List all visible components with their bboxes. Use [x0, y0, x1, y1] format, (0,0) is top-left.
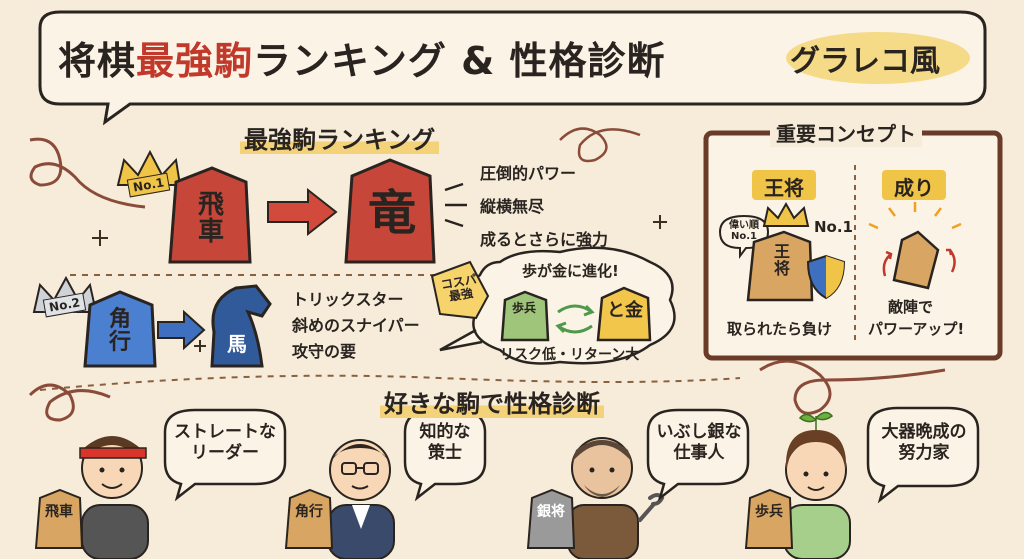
no2-point-3: 攻守の要 — [292, 342, 357, 361]
person2-piece — [284, 488, 334, 549]
king-label-bg — [752, 170, 816, 200]
promote-label-bg — [882, 170, 946, 200]
no1-point-3: 成るとさらに強力 — [480, 230, 609, 249]
swap-arrows-icon — [555, 304, 595, 334]
bubble-4-text: 大器晩成の努力家 — [881, 422, 967, 464]
fuhyo-text: 歩兵 — [512, 301, 537, 315]
person4-piece-text: 歩兵 — [755, 504, 783, 520]
king-rank: No.1 — [814, 218, 853, 236]
person1-piece — [34, 488, 84, 549]
bubble-2-text: 知的な策士 — [419, 422, 471, 464]
person-strategist — [327, 439, 395, 559]
headband — [79, 447, 147, 459]
king-caption: 取られたら負け — [727, 320, 833, 338]
sprout-icon — [798, 411, 834, 430]
uma-text: 馬 — [227, 332, 247, 356]
person-leader — [79, 436, 149, 559]
uma-horse-piece — [210, 284, 272, 368]
swirl-left-top — [29, 137, 146, 209]
title-part1: 将棋 — [58, 39, 137, 83]
arrow-right-red — [267, 187, 338, 237]
ryu-text: 竜 — [367, 185, 416, 241]
title-bubble — [38, 10, 987, 126]
promo-caption: リスク低・リターン大 — [500, 347, 640, 363]
bubble-3-text: いぶし銀な仕事人 — [656, 422, 742, 464]
ryu-piece — [344, 158, 436, 264]
bubble-4 — [866, 406, 980, 504]
person3-piece-text: 銀将 — [537, 504, 565, 520]
concepts-heading: 重要コンセプト — [770, 118, 922, 147]
person4-piece — [744, 488, 794, 549]
fuhyo-piece — [500, 290, 550, 342]
title-part3: ランキング & 性格診断 — [253, 39, 666, 83]
king-rank-badge: 偉い順No.1 — [729, 220, 759, 242]
promote-caption-1: 敵陣で — [888, 298, 934, 316]
king-piece — [746, 230, 814, 302]
swirl-right — [759, 359, 946, 415]
swirl-left-bottom — [28, 383, 111, 422]
bubble-1 — [163, 408, 287, 502]
speed-lines-icon — [444, 182, 467, 228]
hisha-piece — [168, 166, 252, 264]
burst-lines-icon — [868, 202, 962, 230]
person-craftsman — [567, 437, 665, 559]
no1-point-1: 圧倒的パワー — [480, 164, 577, 183]
no1-point-2: 縦横無尽 — [480, 197, 545, 216]
no2-point-2: 斜めのスナイパー — [292, 316, 420, 335]
swirl-center — [559, 127, 641, 163]
person2-piece-text: 角行 — [295, 504, 323, 520]
person-hard-worker — [783, 411, 851, 559]
page-title: 将棋最強駒ランキング & 性格診断 — [58, 30, 666, 85]
bubble-3 — [646, 408, 750, 502]
personality-heading: 好きな駒で性格診断 — [380, 384, 604, 419]
title-part2: 最強駒 — [136, 39, 254, 83]
up-arrows-icon — [882, 248, 956, 277]
badge-highlight — [786, 32, 970, 84]
ranking-heading: 最強駒ランキング — [240, 120, 440, 155]
title-badge: グラレコ風 — [790, 44, 940, 79]
king-piece-text: 王将 — [773, 242, 790, 278]
person3-piece — [526, 488, 576, 549]
arrow-right-blue — [157, 309, 206, 351]
person1-piece-text: 飛車 — [45, 504, 73, 520]
tokin-text: と金 — [607, 300, 643, 321]
shield-half — [826, 256, 844, 298]
king-label: 王将 — [764, 176, 804, 200]
kakugyo-text: 角行 — [108, 307, 131, 356]
hisha-text: 飛車 — [197, 190, 224, 248]
no2-point-1: トリックスター — [292, 290, 404, 309]
bubble-1-text: ストレートなリーダー — [174, 422, 276, 464]
section-divider — [39, 374, 741, 391]
promo-line: 歩が金に進化! — [522, 262, 619, 280]
tokin-piece — [596, 286, 652, 342]
promoting-piece — [892, 230, 940, 290]
promote-label: 成り — [894, 176, 934, 200]
promote-caption-2: パワーアップ! — [868, 320, 965, 338]
glasses-icon — [341, 462, 379, 475]
cospa-tag — [430, 260, 490, 320]
crown-small-icon — [762, 201, 810, 227]
kakugyo-piece — [83, 290, 157, 368]
